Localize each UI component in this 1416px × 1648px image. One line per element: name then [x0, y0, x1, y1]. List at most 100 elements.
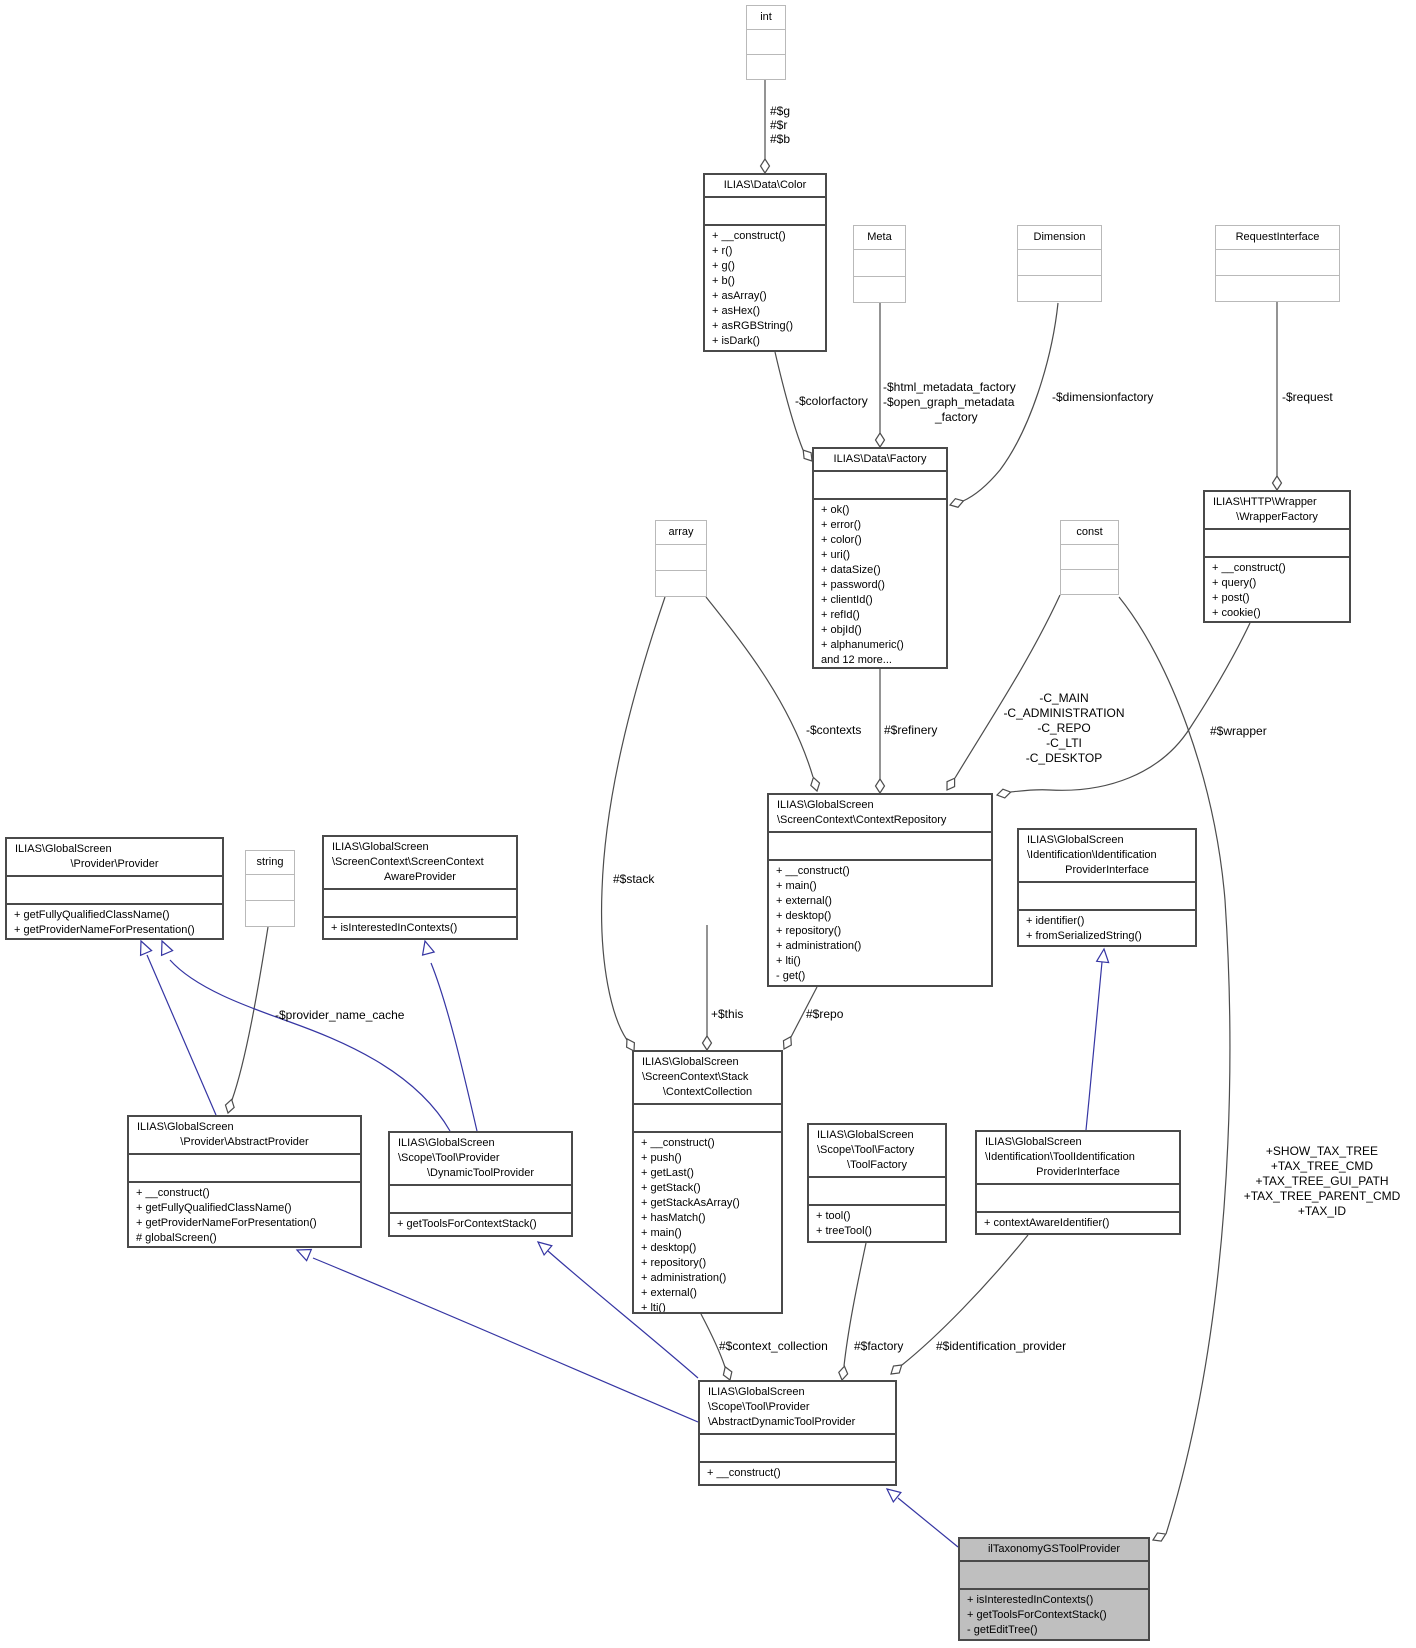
- edge-label-line: -C_LTI: [1046, 736, 1082, 750]
- diamond-iltaxonomy-consts: [1151, 1532, 1167, 1542]
- diamond-contextcollection-repo: [782, 1035, 792, 1050]
- class-title-line: int: [760, 11, 772, 23]
- class-box-tool-factory: ILIAS\GlobalScreen\Scope\Tool\Factory\To…: [807, 1123, 947, 1243]
- class-title-line: \Scope\Tool\Provider: [708, 1401, 810, 1413]
- edge-const-iltaxonomy: [1118, 596, 1231, 1535]
- method-label: + b(): [712, 275, 735, 287]
- edge-label-line: #$g: [770, 104, 791, 118]
- method-label: + error(): [821, 519, 862, 531]
- method-label: + identifier(): [1026, 915, 1085, 927]
- methods-compartment: + isInterestedInContexts()+ getToolsForC…: [960, 1590, 1148, 1639]
- attributes-compartment: [769, 833, 991, 861]
- edge-label-line: _factory: [935, 410, 978, 424]
- edge-label-line: #$wrapper: [1210, 724, 1267, 738]
- attributes-compartment: [960, 1562, 1148, 1590]
- edge-color-factory: [774, 351, 804, 451]
- method-label: + treeTool(): [816, 1225, 872, 1237]
- methods-compartment: [656, 571, 706, 596]
- attributes-compartment: [390, 1186, 571, 1214]
- class-box-wrapper-factory: ILIAS\HTTP\Wrapper\WrapperFactory+ __con…: [1203, 490, 1351, 623]
- edge-label-line: -$open_graph_metadata: [883, 395, 1015, 409]
- attributes-compartment: [977, 1185, 1179, 1213]
- edge-label-factory: #$factory: [854, 1339, 903, 1354]
- class-box-request-interface: RequestInterface: [1215, 225, 1340, 302]
- method-label: + main(): [776, 880, 817, 892]
- method-label: + asRGBString(): [712, 320, 793, 332]
- method-label: + external(): [776, 895, 832, 907]
- class-title-line: \Identification\Identification: [1027, 849, 1157, 861]
- inherit-dynamictoolprovider-provider: [169, 959, 451, 1132]
- edge-label-line: +TAX_TREE_PARENT_CMD: [1243, 1189, 1401, 1203]
- inherit-adtp-abstractprovider: [312, 1257, 699, 1423]
- inherit-toolidentification-identification: [1085, 961, 1103, 1131]
- class-title: ILIAS\Data\Color: [705, 175, 825, 198]
- methods-compartment: [854, 277, 905, 303]
- method-label: - get(): [776, 970, 806, 982]
- edge-label-line: +$this: [711, 1007, 744, 1021]
- methods-compartment: [1061, 570, 1118, 594]
- method-label: + tool(): [816, 1210, 851, 1222]
- arrow-dynamictoolprovider: [536, 1241, 553, 1257]
- method-label: + post(): [1212, 592, 1250, 604]
- edge-label-line: -$dimensionfactory: [1052, 390, 1154, 404]
- class-title: ILIAS\GlobalScreen\Provider\AbstractProv…: [129, 1117, 360, 1155]
- edge-label-tax-consts: +SHOW_TAX_TREE+TAX_TREE_CMD+TAX_TREE_GUI…: [1217, 1144, 1416, 1219]
- methods-compartment: + contextAwareIdentifier(): [977, 1213, 1179, 1233]
- edge-label-line: -$provider_name_cache: [275, 1008, 405, 1022]
- class-box-dynamic-tool-provider: ILIAS\GlobalScreen\Scope\Tool\Provider\D…: [388, 1131, 573, 1237]
- class-title-line: \Scope\Tool\Factory: [817, 1144, 915, 1156]
- diamond-contextrepo-consts: [946, 777, 956, 791]
- class-box-const: const: [1060, 520, 1119, 595]
- class-title: ILIAS\GlobalScreen\ScreenContext\ScreenC…: [324, 837, 516, 890]
- edge-label-line: #$b: [770, 132, 791, 146]
- class-box-string: string: [245, 850, 295, 927]
- attributes-compartment: [656, 545, 706, 571]
- class-title-line: \ToolFactory: [847, 1159, 907, 1171]
- edge-label-line: -$contexts: [806, 723, 862, 737]
- edge-label-line: +TAX_TREE_GUI_PATH: [1255, 1174, 1389, 1188]
- diamond-adtp-factory: [838, 1365, 849, 1382]
- method-label: + getProviderNameForPresentation(): [14, 924, 195, 936]
- methods-compartment: + ok()+ error()+ color()+ uri()+ dataSiz…: [814, 500, 946, 667]
- class-title-line: \WrapperFactory: [1236, 511, 1318, 523]
- class-box-context-repository: ILIAS\GlobalScreen\ScreenContext\Context…: [767, 793, 993, 987]
- attributes-compartment: [854, 250, 905, 277]
- method-label: # globalScreen(): [136, 1232, 217, 1244]
- class-box-abstract-dynamic-tool-provider: ILIAS\GlobalScreen\Scope\Tool\Provider\A…: [698, 1380, 897, 1486]
- arrow-abstractprovider: [295, 1248, 313, 1262]
- diamond-adtp-contextcollection: [722, 1365, 733, 1382]
- method-label: + repository(): [641, 1257, 707, 1269]
- inherit-adtp-dynamictoolprovider: [547, 1250, 699, 1379]
- class-title: ILIAS\Data\Factory: [814, 449, 946, 472]
- edge-array-contextrepository: [705, 596, 814, 778]
- edge-label-line: -$html_metadata_factory: [883, 380, 1016, 394]
- edge-label-line: #$identification_provider: [936, 1339, 1067, 1353]
- methods-compartment: + __construct()+ push()+ getLast()+ getS…: [634, 1133, 781, 1312]
- edge-label-line: #$context_collection: [719, 1339, 828, 1353]
- class-title: const: [1061, 521, 1118, 545]
- edge-label-line: -$colorfactory: [795, 394, 868, 408]
- diamond-factory-top: [874, 431, 886, 449]
- edge-label-line: #$factory: [854, 1339, 904, 1353]
- edge-label-line: +TAX_TREE_CMD: [1270, 1159, 1374, 1173]
- attributes-compartment: [747, 30, 785, 55]
- class-title-line: \AbstractDynamicToolProvider: [708, 1416, 856, 1428]
- attributes-compartment: [246, 875, 294, 901]
- method-label: + isDark(): [712, 335, 760, 347]
- method-label: + desktop(): [641, 1242, 697, 1254]
- class-title-line: array: [668, 526, 694, 538]
- class-box-array: array: [655, 520, 707, 597]
- methods-compartment: + tool() + treeTool(): [809, 1206, 945, 1241]
- class-box-abstract-provider: ILIAS\GlobalScreen\Provider\AbstractProv…: [127, 1115, 362, 1248]
- attributes-compartment: [1216, 250, 1339, 276]
- method-label: + getStack(): [641, 1182, 701, 1194]
- methods-compartment: + __construct()+ query()+ post()+ cookie…: [1205, 558, 1349, 621]
- edge-contextrepository-contextcollection: [790, 986, 818, 1038]
- class-box-context-collection: ILIAS\GlobalScreen\ScreenContext\Stack\C…: [632, 1050, 783, 1314]
- method-label: + main(): [641, 1227, 682, 1239]
- diamond-contextcollection-this: [701, 1034, 713, 1052]
- inherit-iltaxonomy-adtp: [897, 1497, 959, 1548]
- methods-compartment: + __construct()+ r()+ g()+ b()+ asArray(…: [705, 226, 825, 350]
- method-label: + getLast(): [641, 1167, 694, 1179]
